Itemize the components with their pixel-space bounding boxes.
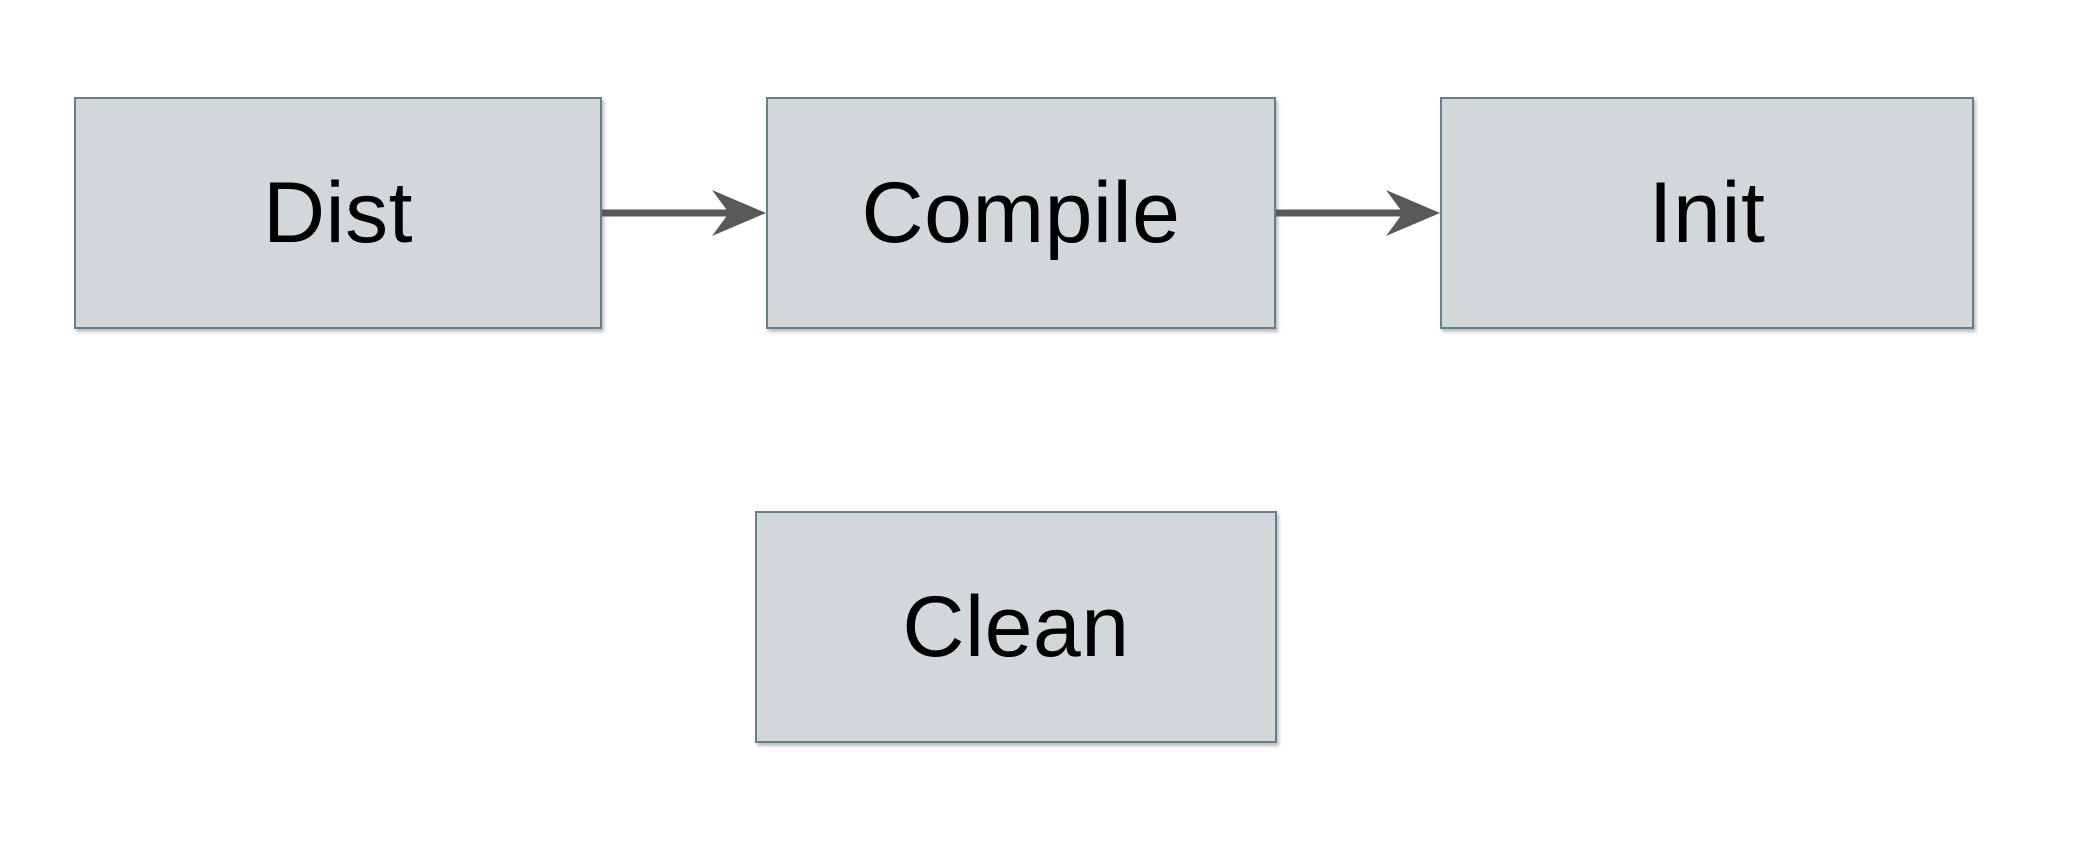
node-init: Init (1440, 97, 1974, 329)
arrow-dist-to-compile-icon (602, 190, 766, 236)
node-clean-label: Clean (902, 579, 1130, 675)
node-dist: Dist (74, 97, 602, 329)
arrow-compile-to-init-icon (1276, 190, 1440, 236)
node-compile: Compile (766, 97, 1276, 329)
node-init-label: Init (1648, 165, 1766, 261)
node-clean: Clean (755, 511, 1277, 743)
node-compile-label: Compile (861, 165, 1181, 261)
node-dist-label: Dist (262, 165, 414, 261)
